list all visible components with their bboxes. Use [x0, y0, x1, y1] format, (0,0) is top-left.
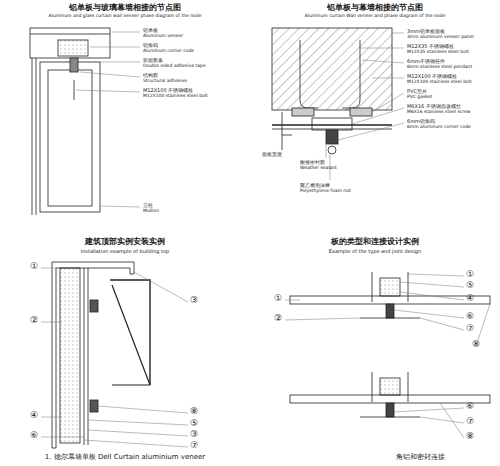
callout-number: ①: [466, 270, 474, 279]
annotation-label: 角铝和密封连接: [396, 454, 445, 461]
annotation-label: 结构胶: [143, 73, 158, 78]
annotation-label: 铝角码: [143, 43, 158, 48]
annotation-label: Example of the type and joint design: [329, 249, 421, 254]
callout-number: ④: [30, 411, 38, 420]
callout-number: ⑧: [190, 407, 198, 416]
callout-number: ⑧: [466, 432, 474, 441]
annotation-label: Mullion: [143, 209, 159, 214]
callout-number: ②: [30, 316, 38, 325]
annotation-label: 6mm stainless steel pendant: [407, 65, 472, 70]
annotation-label: M12X100 stainless steel bolt: [407, 80, 472, 85]
annotation-label: 6mm aluminum corner code: [407, 125, 471, 130]
panel-title: 板的类型和连接设计实例: [331, 238, 419, 246]
annotation-label: Installation example of building top: [81, 249, 170, 254]
panel-title: 铝单板与玻璃幕墙相接的节点图: [69, 4, 181, 12]
callout-number: ⑥: [466, 402, 474, 411]
annotation-label: M12X35 不锈钢螺栓: [407, 44, 454, 49]
annotation-label: 耐候密封胶: [300, 160, 325, 165]
callout-number: ⑦: [466, 417, 474, 426]
callout-number: ④: [466, 294, 474, 303]
annotation-label: M12X100 不锈钢螺栓: [143, 88, 193, 93]
annotation-label: M6X16 不锈钢自攻螺丝: [407, 104, 461, 109]
annotation-label: Aluminum and glass curtain wall veneer p…: [49, 14, 202, 19]
annotation-label: M12X100 不锈钢螺栓: [407, 74, 457, 79]
annotation-label: 3mm aluminum veneer panel: [407, 35, 474, 40]
annotation-label: PVC gasket: [407, 95, 432, 100]
callout-number: ⑤: [466, 281, 474, 290]
callout-number: ①: [30, 262, 38, 271]
annotation-label: 双面胶条: [143, 58, 163, 63]
callout-number: ⑦: [466, 324, 474, 333]
annotation-label: 铝单板: [143, 28, 158, 33]
annotation-label: M12X100 stainless steel bolt: [143, 94, 208, 99]
annotation-label: Aluminum curtain Wall veneer and phase d…: [305, 14, 445, 19]
callout-number: ③: [190, 430, 198, 439]
annotation-label: 面板宽度: [262, 152, 282, 157]
annotation-label: Structural adhesive: [143, 79, 187, 84]
callout-number: ②: [274, 314, 282, 323]
annotation-label: 6mm铝角码: [407, 119, 435, 124]
callout-number: ③: [190, 296, 198, 305]
annotation-label: 聚乙烯泡沫棒: [300, 183, 330, 188]
annotation-label: Polyethylene foam rod: [300, 189, 351, 194]
callout-number: ⑦: [190, 441, 198, 450]
callout-number: ①: [274, 294, 282, 303]
panel-title: 建筑顶部实例安装实例: [85, 238, 165, 246]
panel-title: 铝单板与幕墙相接的节点图: [327, 4, 423, 12]
annotation-label: Double sided adhesive tape: [143, 64, 206, 69]
annotation-label: 立柱: [143, 203, 153, 208]
annotation-label: M6X16 stainless steel screw: [407, 110, 470, 115]
callout-number: ⑥: [30, 431, 38, 440]
annotation-label: Weather sealant: [300, 166, 337, 171]
callout-number: ⑤: [190, 419, 198, 428]
annotation-label: 1. 德尔幕墙单板 Dell Curtain aluminium veneer: [45, 454, 205, 461]
annotation-label: Aluminum corner code: [143, 49, 194, 54]
callout-number: ⑥: [466, 312, 474, 321]
annotation-label: Aluminum veneer: [143, 34, 183, 39]
annotation-label: 6mm不锈钢挂件: [407, 59, 445, 64]
annotation-label: M12X35 stainless steel bolt: [407, 50, 469, 55]
annotation-label: 3mm铝单板面板: [407, 29, 445, 34]
annotation-label: PVC垫片: [407, 89, 427, 94]
callout-number: ⑧: [472, 340, 480, 349]
